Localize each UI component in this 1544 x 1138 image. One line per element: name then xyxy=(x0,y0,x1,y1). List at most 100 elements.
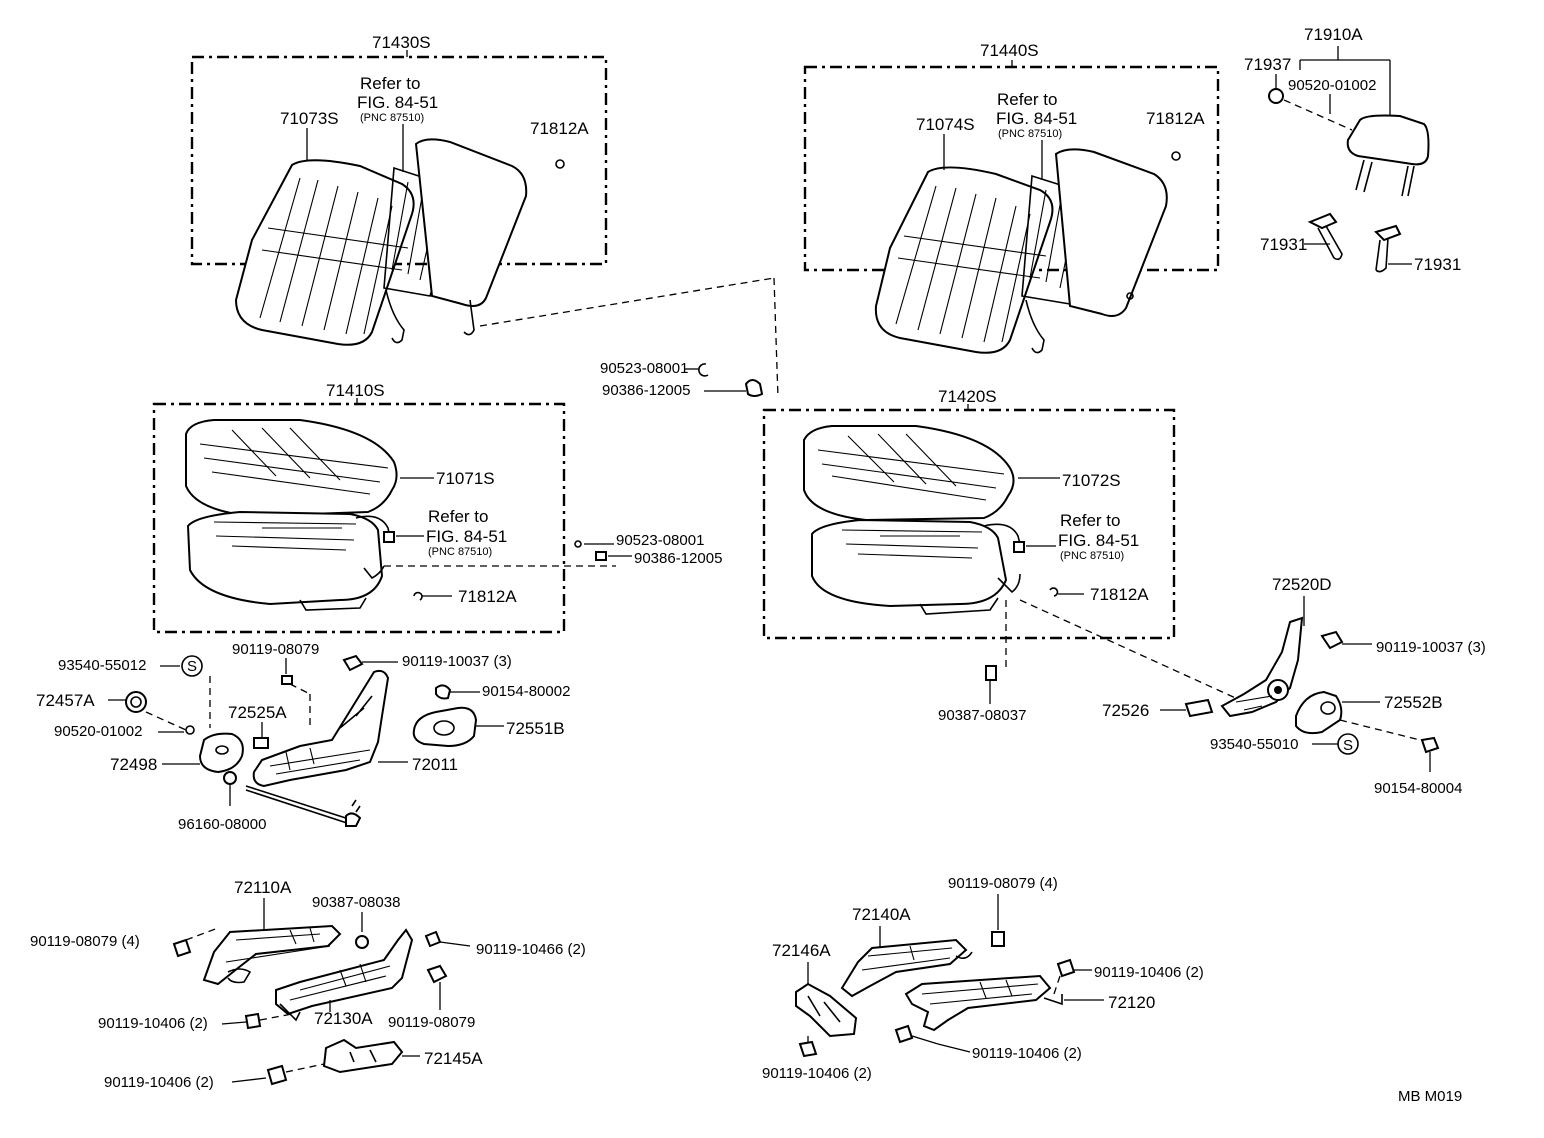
seatback-right-refer-pnc: (PNC 87510) xyxy=(998,128,1062,140)
cushion-left-clip-label: 71812A xyxy=(458,587,517,606)
center-fasteners: 90523-08001 90386-12005 xyxy=(479,277,779,399)
recliner-left-ring-label: 96160-08000 xyxy=(178,816,266,833)
cushion-left-bolt-label: 90386-12005 xyxy=(634,550,722,567)
track-right-bolt-a-label: 90119-08079 (4) xyxy=(948,875,1058,892)
cushion-right-screw-label: 90387-08037 xyxy=(938,707,1026,724)
track-left-screw-label: 90387-08038 xyxy=(312,894,400,911)
track-left-bracket-label: 72145A xyxy=(424,1049,483,1068)
track-right-track-b-shape xyxy=(904,974,1052,1032)
seatback-left-refer-line1: Refer to xyxy=(360,74,420,93)
track-left-bracket-shape xyxy=(322,1038,404,1074)
track-left-bolt-d-label: 90119-10406 (2) xyxy=(98,1015,208,1032)
recliner-left-cover-shape xyxy=(198,732,244,774)
seatback-left-clip-label: 71812A xyxy=(530,119,589,138)
seatback-left-refer-line2: FIG. 84-51 xyxy=(357,93,438,112)
recliner-left-cover-label: 72498 xyxy=(110,755,157,774)
cushion-right-group: 71420S 71072S Refer to FIG. 84-51 (PNC 8… xyxy=(762,387,1241,724)
seatback-right-assembly-label: 71440S xyxy=(980,41,1039,60)
cushion-left-refer-pnc: (PNC 87510) xyxy=(428,546,492,558)
seatback-right-clip-label: 71812A xyxy=(1146,109,1205,128)
recliner-left-bolt-b-label: 90119-10037 (3) xyxy=(402,653,512,670)
seatback-left-refer-pnc: (PNC 87510) xyxy=(360,112,424,124)
track-left-bolt-b-label: 90119-10466 (2) xyxy=(476,941,586,958)
cushion-right-assembly-label: 71420S xyxy=(938,387,997,406)
seatback-right-group: 71440S 71074S Refer to FIG. 84-51 (PNC 8… xyxy=(803,41,1220,354)
recliner-right-screw-label: 90154-80004 xyxy=(1374,780,1462,797)
cushion-right-refer-line2: FIG. 84-51 xyxy=(1058,531,1139,550)
cushion-right-refer-line1: Refer to xyxy=(1060,511,1120,530)
recliner-left-cover-b-label: 72551B xyxy=(506,719,565,738)
recliner-right-s-symbol: S xyxy=(1343,737,1353,754)
recliner-right-cover-label: 72552B xyxy=(1384,693,1443,712)
recliner-left-pad-label: 72525A xyxy=(228,703,287,722)
cushion-right-cover-label: 71072S xyxy=(1062,471,1121,490)
cushion-left-cover-label: 71071S xyxy=(436,469,495,488)
seatback-right-refer-line1: Refer to xyxy=(997,90,1057,109)
track-right-track-a-shape xyxy=(840,938,968,998)
cushion-right-refer-pnc: (PNC 87510) xyxy=(1060,550,1124,562)
cushion-left-pad-shape xyxy=(186,510,384,606)
recliner-right-body-shape xyxy=(1220,616,1304,718)
seatback-left-assembly-label: 71430S xyxy=(372,33,431,52)
track-right-bolt-c-label: 90119-10406 (2) xyxy=(1094,964,1204,981)
track-left-group: 72110A 90387-08038 90119-08079 (4) 90119… xyxy=(30,878,586,1091)
cushion-left-frame xyxy=(152,402,566,634)
recliner-left-s-symbol: S xyxy=(187,658,197,675)
recliner-left-clip-label: 90520-01002 xyxy=(54,723,142,740)
seatback-left-frame xyxy=(190,55,608,266)
track-right-track-a-label: 72140A xyxy=(852,905,911,924)
seatback-right-frame-shape xyxy=(1054,148,1168,317)
footer-code: MB M019 xyxy=(1398,1088,1462,1105)
recliner-right-washer-label: 93540-55010 xyxy=(1210,736,1298,753)
seatback-left-frame-shape xyxy=(414,138,528,307)
recliner-right-cover-shape xyxy=(1295,690,1343,735)
track-right-bracket-label: 72146A xyxy=(772,941,831,960)
track-left-track-a-label: 72110A xyxy=(234,878,292,897)
headrest-nut-label: 71937 xyxy=(1244,55,1291,74)
seatback-right-cover-shape xyxy=(874,166,1054,354)
headrest-group: 71910A 71937 90520-01002 71931 71931 xyxy=(1244,25,1461,274)
recliner-left-screw-label: 90154-80002 xyxy=(482,683,570,700)
headrest-clip-label: 90520-01002 xyxy=(1288,77,1376,94)
recliner-left-washer-label: 93540-55012 xyxy=(58,657,146,674)
cushion-left-cover-shape xyxy=(185,419,398,518)
recliner-left-cover-b-shape xyxy=(412,706,478,748)
track-left-track-a-shape xyxy=(202,924,342,986)
track-right-track-b-label: 72120 xyxy=(1108,993,1155,1012)
headrest-pad-shape xyxy=(1346,114,1430,166)
recliner-right-bolt-label: 90119-10037 (3) xyxy=(1376,639,1486,656)
center-nut-label: 90523-08001 xyxy=(600,360,688,377)
track-right-bracket-shape xyxy=(795,982,858,1038)
recliner-right-pad-label: 72526 xyxy=(1102,701,1149,720)
center-bolt-label: 90386-12005 xyxy=(602,382,690,399)
cushion-right-pad-shape xyxy=(811,518,1008,608)
recliner-left-group: 93540-55012 S 72457A 90520-01002 72498 9… xyxy=(36,641,570,833)
cushion-left-group: 71410S 71071S Refer to FIG. 84-51 (PNC 8… xyxy=(152,381,722,634)
recliner-left-bolt-a-label: 90119-08079 xyxy=(232,641,319,658)
recliner-left-adjuster-label: 72011 xyxy=(412,755,458,774)
cushion-left-refer-line2: FIG. 84-51 xyxy=(426,527,507,546)
recliner-left-knob-label: 72457A xyxy=(36,691,95,710)
cushion-right-frame xyxy=(762,408,1176,640)
cushion-left-assembly-label: 71410S xyxy=(326,381,385,400)
track-left-bolt-a-label: 90119-08079 (4) xyxy=(30,933,140,950)
track-right-bolt-d-label: 90119-10406 (2) xyxy=(972,1045,1082,1062)
track-left-track-b-shape xyxy=(275,928,414,1016)
track-left-bolt-c-label: 90119-08079 xyxy=(388,1014,475,1031)
recliner-left-body-shape xyxy=(252,669,390,788)
cushion-left-refer-line1: Refer to xyxy=(428,507,488,526)
track-left-track-b-label: 72130A xyxy=(314,1009,373,1028)
headrest-support-left-label: 71931 xyxy=(1260,235,1307,254)
cushion-right-clip-label: 71812A xyxy=(1090,585,1149,604)
cushion-left-nut-label: 90523-08001 xyxy=(616,532,704,549)
seatback-right-cover-label: 71074S xyxy=(916,115,975,134)
cushion-right-cover-shape xyxy=(803,425,1015,522)
headrest-support-right-label: 71931 xyxy=(1414,255,1461,274)
recliner-right-adjuster-label: 72520D xyxy=(1272,575,1332,594)
track-right-bolt-b-label: 90119-10406 (2) xyxy=(762,1065,872,1082)
headrest-assembly-label: 71910A xyxy=(1304,25,1363,44)
seatback-left-cover-shape xyxy=(234,159,415,346)
seatback-right-refer-line2: FIG. 84-51 xyxy=(996,109,1077,128)
track-left-bolt-e-label: 90119-10406 (2) xyxy=(104,1074,214,1091)
